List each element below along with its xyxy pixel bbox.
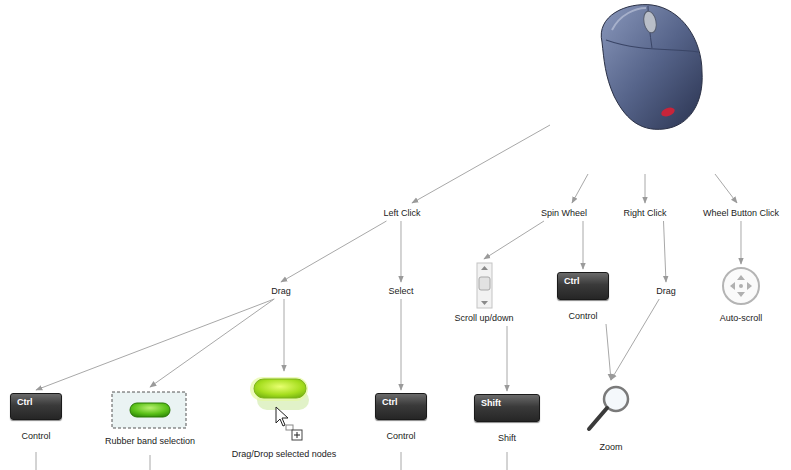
node-label: Rubber band selection bbox=[105, 435, 195, 447]
node-label: Auto-scroll bbox=[720, 312, 763, 324]
node-label: Shift bbox=[474, 432, 540, 444]
action-node: Drag bbox=[656, 285, 676, 297]
icon-node: Rubber band selection bbox=[105, 390, 195, 447]
node-label: Control bbox=[375, 430, 427, 442]
icon-node: Drag/Drop selected nodes bbox=[232, 374, 337, 460]
autoscroll-icon bbox=[723, 268, 759, 304]
node-label: Left Click bbox=[383, 207, 420, 219]
key-cap: Shift bbox=[474, 394, 540, 422]
node-label: Select bbox=[388, 285, 413, 297]
key-cap: Ctrl bbox=[557, 272, 609, 300]
connector-arrow bbox=[507, 326, 508, 391]
action-node: Right Click bbox=[623, 207, 666, 219]
mouse-leaders bbox=[412, 125, 737, 203]
action-node: Drag bbox=[271, 285, 291, 297]
node-label: Control bbox=[10, 430, 62, 442]
connector-arrow bbox=[740, 221, 741, 264]
node-label: Wheel Button Click bbox=[703, 207, 779, 219]
drag-drop-icon bbox=[250, 377, 309, 440]
node-label: Drag bbox=[656, 285, 676, 297]
magnifier-icon bbox=[589, 387, 628, 429]
node-label: Right Click bbox=[623, 207, 666, 219]
action-node: Select bbox=[388, 285, 413, 297]
key-node: CtrlControl bbox=[557, 272, 609, 322]
connector-arrow bbox=[664, 221, 666, 282]
node-label: Drag bbox=[271, 285, 291, 297]
mouse-picture bbox=[601, 5, 702, 130]
key-node: CtrlControl bbox=[375, 393, 427, 442]
key-node: CtrlControl bbox=[10, 393, 62, 442]
connector-arrow bbox=[281, 221, 386, 282]
scrollbar-icon bbox=[477, 263, 492, 308]
icon-node: Auto-scroll bbox=[720, 267, 763, 324]
connector-arrow bbox=[401, 299, 402, 390]
action-node: Spin Wheel bbox=[541, 207, 587, 219]
connector-arrow bbox=[611, 299, 659, 380]
key-cap: Ctrl bbox=[10, 393, 62, 420]
connector-arrow bbox=[583, 221, 584, 269]
icon-node: Scroll up/down bbox=[454, 262, 513, 324]
node-label: Spin Wheel bbox=[541, 207, 587, 219]
action-node: Wheel Button Click bbox=[703, 207, 779, 219]
connector-arrow bbox=[150, 299, 274, 387]
node-label: Scroll up/down bbox=[454, 312, 513, 324]
key-cap: Ctrl bbox=[375, 393, 427, 420]
node-label: Control bbox=[557, 310, 609, 322]
connector-arrow bbox=[484, 221, 544, 259]
connector-arrow bbox=[284, 299, 285, 371]
connector-arrow bbox=[606, 324, 611, 380]
node-label: Zoom bbox=[599, 441, 622, 453]
key-node: ShiftShift bbox=[474, 394, 540, 444]
rubber-band-icon bbox=[112, 392, 186, 428]
connector-arrow bbox=[36, 299, 274, 390]
action-node: Left Click bbox=[383, 207, 420, 219]
icon-node: Zoom bbox=[599, 383, 622, 453]
node-label: Drag/Drop selected nodes bbox=[232, 448, 337, 460]
connector-arrow bbox=[400, 221, 401, 282]
